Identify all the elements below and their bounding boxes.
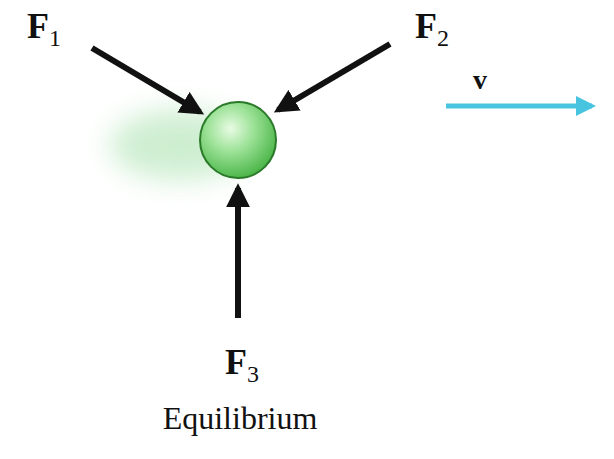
force-arrow (235, 188, 241, 318)
force-arrow (92, 48, 200, 112)
ball (200, 102, 276, 178)
force-label: F2 (415, 5, 449, 47)
velocity-arrow (446, 104, 592, 109)
force-arrow (278, 44, 390, 110)
velocity-label: v (473, 64, 487, 96)
caption: Equilibrium (163, 400, 318, 437)
force-label: F3 (225, 341, 259, 383)
force-label: F1 (27, 5, 61, 47)
